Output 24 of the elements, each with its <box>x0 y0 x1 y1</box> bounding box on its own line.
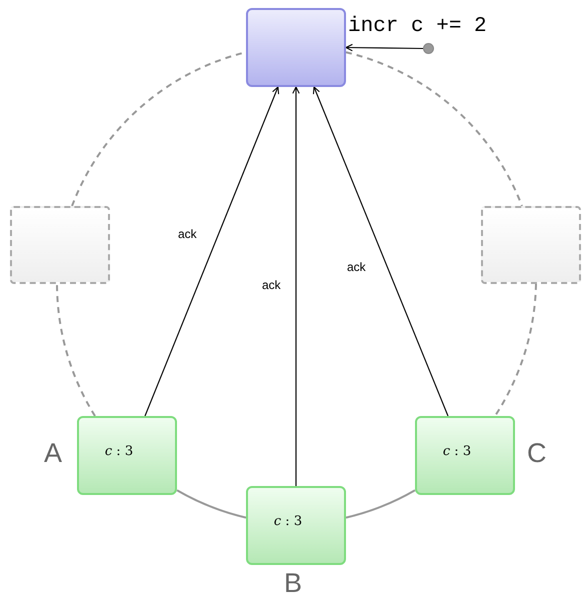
placeholder-box <box>10 206 110 284</box>
arrow <box>292 86 300 486</box>
ring-line <box>346 51 523 206</box>
process-box <box>246 8 346 87</box>
arrow <box>345 44 423 52</box>
edge-label: ack <box>345 261 368 273</box>
node-label: c : 3 <box>104 443 134 461</box>
node-label: c : 3 <box>442 443 472 461</box>
node-name: C <box>527 440 546 467</box>
arrow <box>312 86 448 416</box>
ring-line <box>176 489 246 519</box>
node-name: B <box>284 570 302 597</box>
replica-box <box>246 486 346 565</box>
placeholder-box <box>481 206 581 284</box>
edge-label: ack <box>260 279 283 291</box>
edge-label: ack <box>176 228 199 240</box>
node-label: c : 3 <box>274 513 302 531</box>
replica-box <box>415 416 515 495</box>
node-name: A <box>44 440 62 467</box>
ring-line <box>56 284 96 416</box>
replica-box <box>77 416 177 495</box>
ring-line <box>346 489 416 519</box>
arrow <box>144 86 280 416</box>
ring-line <box>494 284 537 416</box>
